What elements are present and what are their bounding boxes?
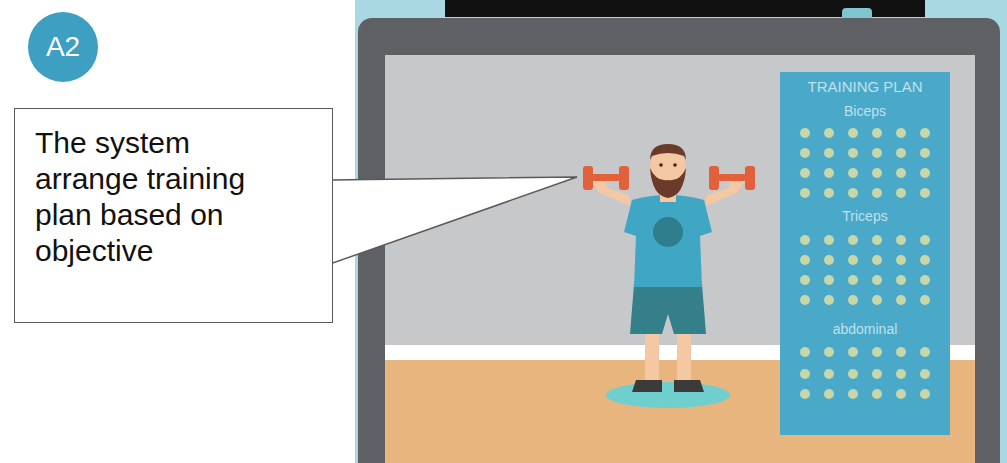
dumbbell xyxy=(583,166,629,190)
plan-dot xyxy=(848,275,858,285)
plan-dot xyxy=(800,369,810,379)
plan-dots xyxy=(780,72,950,435)
hair xyxy=(650,144,686,160)
plan-dot xyxy=(824,188,834,198)
plan-dot xyxy=(872,369,882,379)
plan-dot xyxy=(872,148,882,158)
plan-dot xyxy=(800,148,810,158)
eye xyxy=(659,163,663,167)
plan-dot xyxy=(896,255,906,265)
plan-dot xyxy=(848,389,858,399)
plan-dot xyxy=(800,255,810,265)
plan-dot xyxy=(824,347,834,357)
plan-dot xyxy=(920,148,930,158)
plan-dot xyxy=(848,369,858,379)
step-badge: A2 xyxy=(28,12,98,82)
shoe xyxy=(632,380,662,392)
plan-dot xyxy=(896,128,906,138)
plan-dot xyxy=(872,389,882,399)
plan-dot xyxy=(848,255,858,265)
plan-dot xyxy=(800,168,810,178)
plan-dot xyxy=(920,255,930,265)
plan-dot xyxy=(920,347,930,357)
plan-dot xyxy=(896,188,906,198)
plan-dot xyxy=(920,369,930,379)
plan-dot xyxy=(824,148,834,158)
eye xyxy=(673,163,677,167)
plan-dot xyxy=(896,389,906,399)
plan-dot xyxy=(872,188,882,198)
plan-dot xyxy=(848,347,858,357)
plan-dot xyxy=(824,168,834,178)
dumbbell xyxy=(709,166,755,190)
section-label: Triceps xyxy=(780,208,950,224)
shorts xyxy=(630,284,706,334)
plan-dot xyxy=(824,235,834,245)
plan-dot xyxy=(896,275,906,285)
plan-dot xyxy=(824,295,834,305)
plan-dot xyxy=(800,235,810,245)
plan-dot xyxy=(896,235,906,245)
section-label: Biceps xyxy=(780,103,950,119)
tablet-frame xyxy=(358,18,1000,463)
plan-dot xyxy=(800,295,810,305)
plan-dot xyxy=(824,255,834,265)
plan-dot xyxy=(824,275,834,285)
callout-pointer xyxy=(330,177,577,264)
plan-dot xyxy=(848,295,858,305)
plan-dot xyxy=(896,369,906,379)
plan-dot xyxy=(848,168,858,178)
backdrop xyxy=(355,0,1007,463)
plan-dot xyxy=(848,128,858,138)
plan-dot xyxy=(872,295,882,305)
plan-dot xyxy=(848,148,858,158)
plan-dot xyxy=(800,389,810,399)
beard xyxy=(650,168,686,198)
plan-dot xyxy=(872,347,882,357)
plan-dot xyxy=(800,188,810,198)
plan-dot xyxy=(872,255,882,265)
plan-dot xyxy=(848,188,858,198)
training-plan-panel: TRAINING PLAN BicepsTriceps abdominal xyxy=(780,72,950,435)
plan-dot xyxy=(896,168,906,178)
leg xyxy=(677,330,691,382)
plan-dot xyxy=(920,128,930,138)
shoe xyxy=(674,380,704,392)
plan-dot xyxy=(800,128,810,138)
plan-dot xyxy=(824,369,834,379)
plan-dot xyxy=(920,389,930,399)
plan-dot xyxy=(920,235,930,245)
leg xyxy=(645,330,659,382)
man-figure xyxy=(583,144,755,408)
plan-dot xyxy=(800,275,810,285)
plan-dot xyxy=(896,295,906,305)
callout-text: The system arrange training plan based o… xyxy=(35,125,285,269)
callout-box: The system arrange training plan based o… xyxy=(14,108,333,323)
section-label: abdominal xyxy=(780,321,950,337)
plan-dot xyxy=(800,347,810,357)
panel-title: TRAINING PLAN xyxy=(780,78,950,95)
step-label: A2 xyxy=(46,31,80,63)
plan-dot xyxy=(920,295,930,305)
plan-dot xyxy=(920,168,930,178)
plan-dot xyxy=(824,389,834,399)
plan-dot xyxy=(896,148,906,158)
plan-dot xyxy=(872,235,882,245)
shirt xyxy=(624,195,712,287)
plan-dot xyxy=(848,235,858,245)
plan-dot xyxy=(824,128,834,138)
plan-dot xyxy=(896,347,906,357)
plan-dot xyxy=(920,188,930,198)
floor-mat xyxy=(606,382,730,408)
plan-dot xyxy=(872,168,882,178)
plan-dot xyxy=(872,128,882,138)
chest-emblem xyxy=(653,217,683,247)
plan-dot xyxy=(920,275,930,285)
plan-dot xyxy=(872,275,882,285)
